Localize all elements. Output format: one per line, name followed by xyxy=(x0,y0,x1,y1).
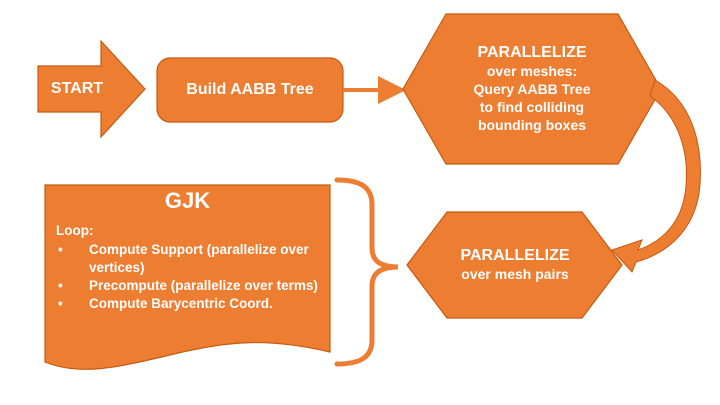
build-aabb-label: Build AABB Tree xyxy=(186,80,314,98)
gjk-step-list: Compute Support (parallelize over vertic… xyxy=(56,241,326,312)
hexagon-top-line: over meshes: xyxy=(486,63,578,80)
start-label: START xyxy=(50,79,104,97)
curly-brace xyxy=(334,177,399,367)
start-arrow-shape xyxy=(37,39,146,139)
hexagon-top-line: PARALLELIZE xyxy=(477,43,587,61)
gjk-body: Loop: Compute Support (parallelize over … xyxy=(56,222,326,313)
hexagon-top-line: bounding boxes xyxy=(477,117,587,134)
hexagon-top-label: PARALLELIZE over meshes: Query AABB Tree… xyxy=(418,20,646,158)
hexagon-top-shape xyxy=(402,13,662,165)
curved-connector-arrow xyxy=(611,79,701,273)
hexagon-top-line: to find colliding xyxy=(479,99,585,116)
hexagon-bottom-line: PARALLELIZE xyxy=(460,246,570,264)
gjk-step-item: Compute Barycentric Coord. xyxy=(56,295,326,313)
gjk-step-item: Compute Support (parallelize over vertic… xyxy=(56,241,326,276)
hexagon-bottom-label: PARALLELIZE over mesh pairs xyxy=(420,222,610,308)
gjk-loop-label: Loop: xyxy=(56,223,94,238)
hexagon-bottom-shape xyxy=(406,211,623,319)
hexagon-bottom-line: over mesh pairs xyxy=(461,266,569,283)
gjk-title: GJK xyxy=(164,188,211,213)
gjk-step-item: Precompute (parallelize over terms) xyxy=(56,277,326,295)
hexagon-top-line: Query AABB Tree xyxy=(473,81,591,98)
